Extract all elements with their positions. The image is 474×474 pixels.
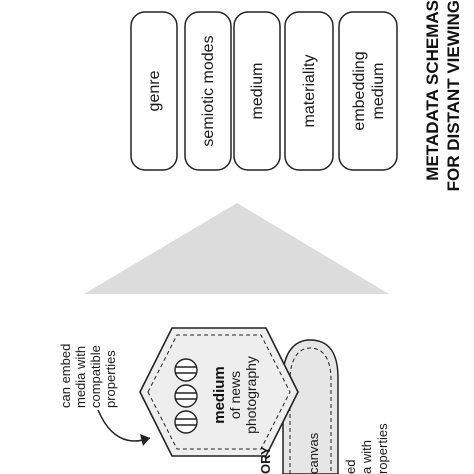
- hexagon-label-bold: medium: [211, 366, 228, 424]
- diagram-title-line1: METADATA SCHEMAS: [423, 0, 442, 181]
- diagram-title-line2: FOR DISTANT VIEWING: [444, 0, 463, 191]
- embed-note: can embed media with compatible properti…: [58, 344, 118, 408]
- canvas-blob: [282, 339, 339, 474]
- schema-materiality-box: [284, 11, 334, 171]
- hierarchy-triangle: [84, 203, 389, 294]
- schema-materiality: materiality: [284, 11, 334, 171]
- schema-materiality-label: materiality: [301, 55, 318, 128]
- lower-fragment-4: a with: [359, 440, 374, 474]
- embed-note-line3: compatible: [88, 345, 103, 408]
- schema-medium: medium: [233, 11, 281, 171]
- schema-embedding-medium: embedding medium: [338, 11, 398, 171]
- hexagon-label-line2: photography: [243, 356, 259, 434]
- hexagon-label-line1: of news: [227, 371, 243, 419]
- schema-medium-box: [233, 11, 281, 171]
- embed-note-line4: properties: [103, 350, 118, 408]
- embedded-media-icon: [174, 358, 198, 382]
- schema-genre-label: genre: [146, 70, 163, 111]
- schema-genre-box: [130, 11, 178, 171]
- schema-embedding-medium-box: [338, 11, 398, 171]
- schema-semiotic-modes: semiotic modes: [184, 11, 232, 171]
- lower-fragment-1: ORY: [258, 446, 273, 474]
- note-arrow-head: [140, 434, 150, 446]
- schema-embedding-medium-label-line1: embedding: [351, 51, 368, 130]
- medium-hexagon-dashed: [147, 334, 291, 450]
- embedded-media-icons: [174, 358, 198, 434]
- embed-note-line1: can embed: [58, 344, 73, 408]
- canvas-blob-dashed: [289, 347, 332, 474]
- schema-medium-label: medium: [249, 63, 266, 120]
- canvas-label: canvas: [306, 432, 321, 474]
- lower-fragment-3: ed: [343, 460, 358, 474]
- schema-semiotic-modes-box: [184, 11, 232, 171]
- schema-embedding-medium-label-line2: medium: [370, 63, 387, 120]
- lower-fragment-5: roperties: [375, 423, 390, 474]
- embedded-media-icon: [174, 410, 198, 434]
- embedded-media-icon: [174, 384, 198, 408]
- embed-note-line2: media with: [73, 346, 88, 408]
- schema-genre: genre: [130, 11, 178, 171]
- schema-semiotic-modes-label: semiotic modes: [200, 35, 217, 146]
